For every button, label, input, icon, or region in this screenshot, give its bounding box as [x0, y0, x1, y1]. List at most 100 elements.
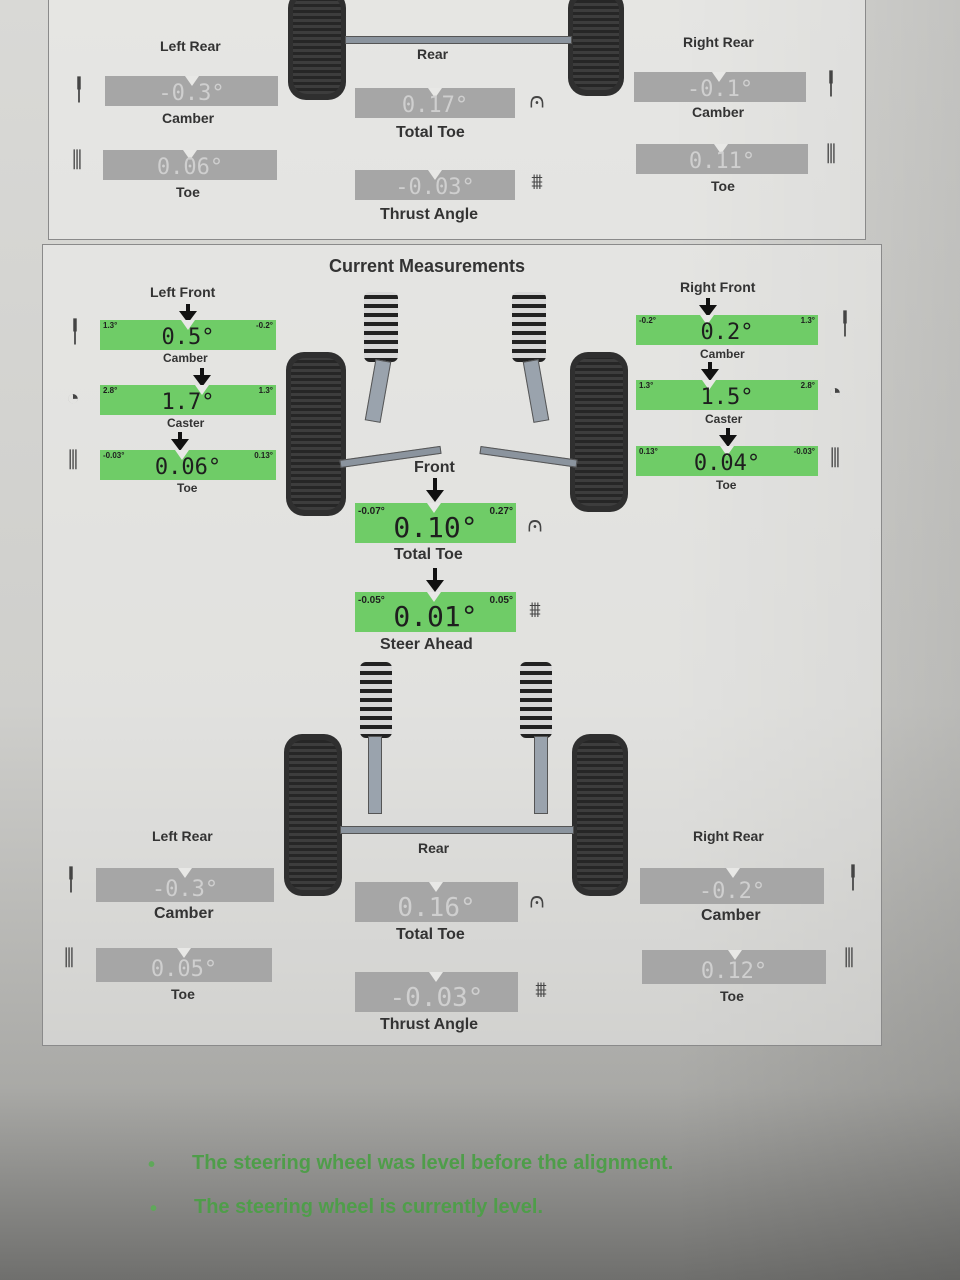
- rf-toe-pointer: [719, 435, 737, 447]
- top-left-rear-camber-bar: -0.3°: [105, 76, 278, 106]
- lf-caster-label: Caster: [167, 416, 205, 430]
- rear-title: Rear: [418, 840, 450, 856]
- rear-right-tire: [572, 734, 628, 896]
- thrust-angle-bar: -0.03°: [355, 972, 518, 1012]
- total-toe-pointer: [426, 490, 444, 502]
- rr-toe-bar: 0.12°: [642, 950, 826, 984]
- camber-icon: ╿: [824, 71, 838, 96]
- rr-toe-label: Toe: [720, 988, 744, 1004]
- top-right-rear-toe-bar: 0.11°: [636, 144, 808, 174]
- rf-caster-pointer-stem: [708, 362, 712, 370]
- total-toe-icon: ⩀: [527, 511, 543, 536]
- rear-axle-link: [340, 826, 574, 834]
- note-steering-before: The steering wheel was level before the …: [192, 1152, 674, 1174]
- toe-icon: ⫼: [843, 945, 855, 970]
- lf-caster-bar: 2.8° 1.3° 1.7°: [100, 385, 276, 415]
- front-right-tire: [570, 352, 628, 512]
- toe-icon: ⫼: [67, 447, 79, 472]
- lf-caster-pointer: [193, 375, 211, 387]
- rear-axle-top: [345, 36, 572, 44]
- total-toe-icon: ⩀: [529, 887, 545, 912]
- rf-caster-pointer: [701, 369, 719, 381]
- lf-caster-pointer-stem: [200, 368, 204, 376]
- camber-icon: ╿: [846, 865, 860, 890]
- top-right-rear-camber-label: Camber: [692, 104, 745, 120]
- rear-left-tire-top: [288, 0, 346, 100]
- rf-camber-pointer-stem: [706, 298, 710, 306]
- steer-ahead-label: Steer Ahead: [380, 636, 473, 653]
- total-toe-icon: ⩀: [529, 87, 545, 112]
- lr-camber-bar: -0.3°: [96, 868, 274, 902]
- rear-right-strut: [534, 736, 548, 814]
- lf-camber-bar: 1.3° -0.2° 0.5°: [100, 320, 276, 350]
- top-total-toe-bar: 0.17°: [355, 88, 515, 118]
- note-bullet-2: •: [150, 1198, 158, 1220]
- top-total-toe-label: Total Toe: [396, 124, 465, 141]
- rr-camber-bar: -0.2°: [640, 868, 824, 904]
- steer-ahead-pointer-stem: [433, 568, 437, 582]
- camber-icon: ╿: [68, 319, 82, 344]
- thrust-angle-label: Thrust Angle: [380, 1016, 479, 1033]
- top-rear-title: Rear: [417, 46, 449, 62]
- front-total-toe-bar: -0.07° 0.27° 0.10°: [355, 503, 516, 543]
- left-rear-title: Left Rear: [152, 828, 213, 844]
- rear-total-toe-label: Total Toe: [396, 926, 465, 943]
- rf-caster-bar: 1.3° 2.8° 1.5°: [636, 380, 818, 410]
- lr-toe-label: Toe: [171, 986, 195, 1002]
- lf-camber-pointer-stem: [186, 304, 190, 312]
- top-thrust-angle-label: Thrust Angle: [380, 206, 479, 223]
- front-right-spring: [512, 292, 546, 362]
- note-steering-current: The steering wheel is currently level.: [194, 1196, 544, 1218]
- rear-left-tire: [284, 734, 342, 896]
- rear-left-strut: [368, 736, 382, 814]
- top-right-rear-camber-bar: -0.1°: [634, 72, 806, 102]
- thrust-angle-icon: ⩩: [535, 977, 547, 1002]
- toe-icon: ⫼: [71, 147, 83, 172]
- front-title: Front: [414, 459, 455, 476]
- rear-right-tire-top: [568, 0, 624, 96]
- steer-ahead-pointer: [426, 580, 444, 592]
- right-front-title: Right Front: [680, 279, 756, 295]
- front-left-spring: [364, 292, 398, 362]
- lf-toe-label: Toe: [177, 481, 198, 495]
- camber-icon: ╿: [64, 867, 78, 892]
- rf-toe-label: Toe: [716, 478, 737, 492]
- rf-camber-bar: -0.2° 1.3° 0.2°: [636, 315, 818, 345]
- total-toe-pointer-stem: [433, 478, 437, 492]
- top-thrust-angle-bar: -0.03°: [355, 170, 515, 200]
- thrust-angle-icon: ⩩: [531, 169, 543, 194]
- rear-right-spring: [520, 662, 552, 738]
- rf-caster-label: Caster: [705, 412, 743, 426]
- rear-total-toe-bar: 0.16°: [355, 882, 518, 922]
- front-left-tire: [286, 352, 346, 516]
- steer-ahead-icon: ⩩: [529, 597, 541, 622]
- lf-toe-pointer: [171, 439, 189, 451]
- lf-toe-pointer-stem: [178, 432, 182, 440]
- toe-icon: ⫼: [829, 445, 841, 470]
- steer-ahead-bar: -0.05° 0.05° 0.01°: [355, 592, 516, 632]
- left-front-title: Left Front: [150, 284, 216, 300]
- caster-icon: ◔: [66, 385, 80, 410]
- top-right-rear-toe-label: Toe: [711, 178, 735, 194]
- rf-toe-pointer-stem: [726, 428, 730, 436]
- caster-icon: ◔: [828, 379, 842, 404]
- top-left-rear-camber-label: Camber: [162, 110, 215, 126]
- top-left-rear-title: Left Rear: [160, 38, 221, 54]
- front-total-toe-label: Total Toe: [394, 546, 463, 563]
- lr-toe-bar: 0.05°: [96, 948, 272, 982]
- rf-camber-label: Camber: [700, 347, 745, 361]
- current-measurements-title: Current Measurements: [329, 256, 526, 276]
- rf-toe-bar: 0.13° -0.03° 0.04°: [636, 446, 818, 476]
- camber-icon: ╿: [838, 311, 852, 336]
- toe-icon: ⫼: [63, 945, 75, 970]
- lr-camber-label: Camber: [154, 905, 214, 922]
- top-left-rear-toe-bar: 0.06°: [103, 150, 277, 180]
- rr-camber-label: Camber: [701, 907, 761, 924]
- top-left-rear-toe-label: Toe: [176, 184, 200, 200]
- top-right-rear-title: Right Rear: [683, 34, 754, 50]
- toe-icon: ⫼: [825, 141, 837, 166]
- note-bullet-1: •: [148, 1154, 156, 1176]
- lf-toe-bar: -0.03° 0.13° 0.06°: [100, 450, 276, 480]
- camber-icon: ╿: [72, 77, 86, 102]
- lf-camber-label: Camber: [163, 351, 208, 365]
